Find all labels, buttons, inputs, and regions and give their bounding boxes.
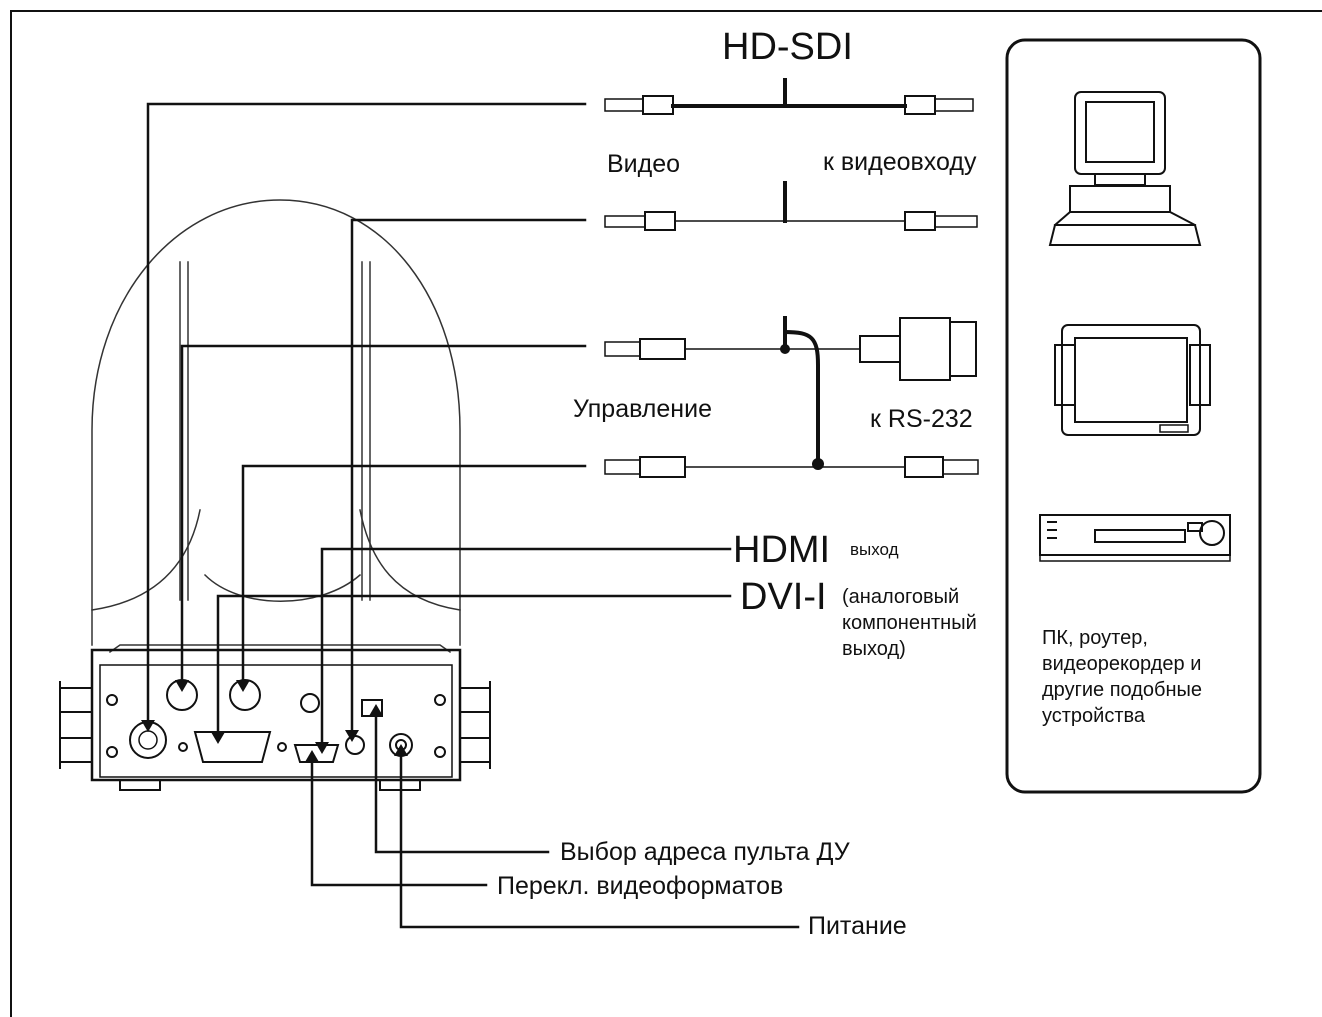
monitor-icon <box>1054 324 1211 436</box>
video-recorder-icon <box>1039 514 1231 562</box>
line-control-1 <box>180 344 587 682</box>
hdsdi-label: HD-SDI <box>722 26 853 68</box>
rear-panel <box>59 648 491 791</box>
leader-lines <box>146 102 800 929</box>
line-address <box>374 714 550 854</box>
line-control-2 <box>241 464 587 682</box>
diagram-frame <box>10 10 1322 1017</box>
line-power <box>399 754 800 929</box>
video-connector <box>345 735 365 755</box>
video-cable <box>604 181 978 231</box>
to-rs232-label: к RS-232 <box>870 405 973 433</box>
line-hdsdi <box>146 102 587 722</box>
to-video-input-label: к видеовходу <box>823 148 977 176</box>
computer-icon <box>1048 91 1202 246</box>
hdmi-label: HDMI <box>733 529 831 571</box>
camera-body <box>91 199 461 654</box>
control-label: Управление <box>573 395 712 423</box>
line-hdmi <box>320 547 732 744</box>
control-cable-1 <box>604 316 977 464</box>
hdmi-out-label: выход <box>850 540 899 559</box>
remote-address-label: Выбор адреса пульта ДУ <box>560 838 850 866</box>
line-format <box>310 760 488 887</box>
devices-note-label: ПК, роутер, видеорекордер и другие подоб… <box>1042 627 1203 727</box>
format-switch-label: Перекл. видеоформатов <box>497 872 784 900</box>
control-cable-2 <box>604 456 979 478</box>
hdsdi-cable <box>604 78 974 115</box>
power-label: Питание <box>808 912 907 940</box>
dvi-connector <box>193 731 272 763</box>
line-video <box>350 218 587 732</box>
dvi-label: DVI-I <box>740 576 827 618</box>
video-label: Видео <box>607 150 681 178</box>
rear-panel-connectors <box>106 679 446 763</box>
arrow-heads <box>141 680 408 762</box>
dvi-note-label: (аналоговый компонентный выход) <box>842 586 977 660</box>
format-switch <box>300 693 320 713</box>
devices-box <box>1005 38 1262 794</box>
line-dvi <box>216 594 732 734</box>
